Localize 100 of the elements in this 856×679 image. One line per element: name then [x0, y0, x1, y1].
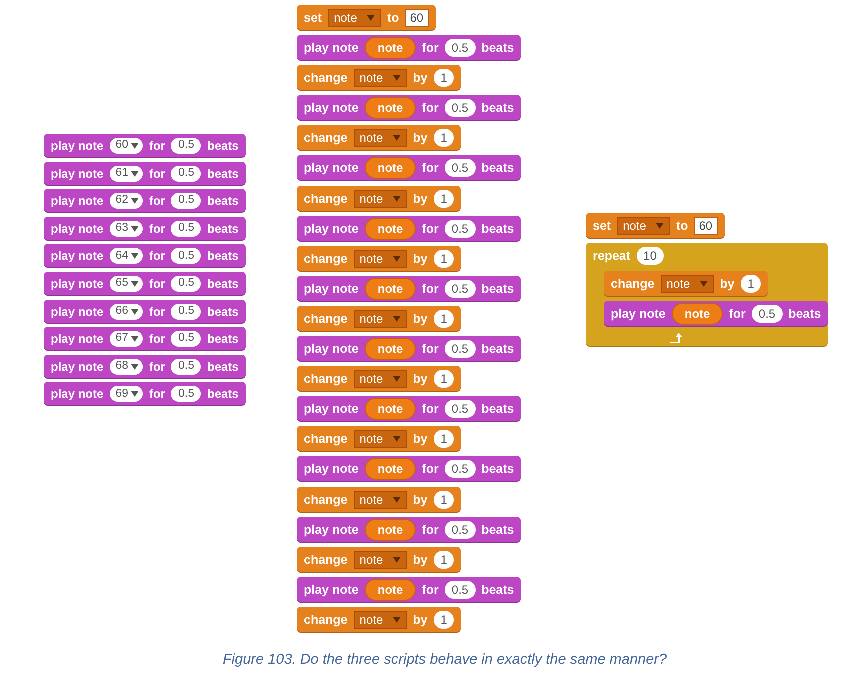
block-text: beats	[207, 194, 239, 208]
number-input: 0.5	[444, 340, 476, 358]
note-number-dropdown: 62	[110, 193, 144, 210]
block-text: play note	[304, 41, 359, 56]
variable-dropdown: note	[354, 490, 408, 508]
change-variable-block	[297, 125, 462, 152]
block-text: play note	[304, 101, 359, 116]
variable-dropdown: note	[354, 310, 408, 328]
block-text: to	[676, 219, 688, 233]
play-note-block	[44, 327, 246, 352]
variable-reporter: note	[672, 303, 724, 325]
variable-dropdown: note	[354, 550, 408, 569]
block-text: play note	[51, 166, 104, 181]
variable-reporter: note	[364, 338, 416, 360]
variable-dropdown: note	[354, 250, 408, 268]
variable-dropdown: note	[354, 430, 408, 448]
block-text: change	[304, 492, 348, 506]
change-variable-block	[297, 186, 462, 212]
block-text: play note	[51, 139, 104, 153]
number-input: 1	[434, 550, 454, 569]
change-variable-block	[297, 606, 462, 633]
note-number-dropdown: 65	[110, 276, 144, 292]
block-text: play note	[51, 360, 104, 374]
number-input: 1	[434, 370, 454, 388]
block-text: beats	[207, 360, 239, 374]
block-text: change	[304, 432, 348, 446]
block-text: play note	[51, 387, 104, 402]
number-input: 1	[434, 129, 454, 148]
number-input: 1	[740, 275, 762, 293]
play-note-block	[297, 276, 522, 302]
figure-caption: Figure 103. Do the three scripts behave in exactly the same manner?	[222, 652, 668, 668]
block-text: play note	[304, 342, 359, 356]
number-input: 1	[434, 69, 454, 88]
number-input: 60	[405, 9, 429, 27]
play-note-block	[297, 396, 522, 422]
number-input: 0.5	[444, 99, 476, 118]
number-input: 0.5	[444, 580, 476, 599]
number-input: 1	[434, 610, 454, 629]
block-text: play note	[304, 222, 359, 236]
play-note-block	[297, 336, 522, 362]
block-text: beats	[482, 462, 514, 476]
number-input: 0.5	[171, 166, 202, 182]
block-text: for	[422, 342, 439, 356]
block-text: play note	[51, 332, 104, 346]
number-input: 0.5	[171, 276, 202, 292]
block-text: by	[413, 372, 428, 386]
variable-dropdown: note	[354, 69, 408, 88]
block-text: change	[304, 192, 348, 206]
number-input: 0.5	[444, 220, 476, 238]
change-variable-block	[297, 246, 462, 272]
variable-reporter: note	[364, 578, 416, 601]
block-text: beats	[207, 276, 239, 291]
block-text: by	[413, 312, 428, 326]
play-note-block	[297, 576, 522, 603]
play-note-block	[44, 162, 246, 186]
block-text: to	[387, 11, 400, 25]
play-note-block	[297, 155, 522, 182]
block-text: play note	[51, 222, 104, 236]
block-text: play note	[51, 249, 104, 264]
number-input: 10	[636, 247, 664, 265]
play-note-block	[44, 189, 246, 214]
block-text: beats	[207, 222, 239, 236]
note-number-dropdown: 67	[110, 331, 144, 348]
play-note-block	[297, 516, 522, 543]
play-note-block	[44, 300, 246, 324]
block-text: beats	[482, 342, 514, 356]
change-variable-block	[297, 366, 462, 392]
change-variable-block	[604, 271, 768, 297]
block-text: by	[413, 192, 428, 206]
number-input: 1	[434, 190, 454, 208]
variable-reporter: note	[364, 458, 416, 480]
block-text: for	[422, 582, 439, 597]
block-text: beats	[482, 222, 514, 236]
play-note-block	[44, 354, 246, 379]
number-input: 1	[434, 430, 454, 448]
number-input: 0.5	[444, 159, 476, 178]
block-text: play note	[304, 522, 359, 537]
block-text: play note	[51, 276, 104, 291]
block-text: for	[149, 222, 166, 236]
block-text: beats	[207, 332, 239, 346]
block-text: beats	[788, 307, 822, 321]
change-variable-block	[297, 65, 462, 92]
number-input: 0.5	[171, 304, 202, 320]
play-note-block	[297, 35, 522, 62]
variable-reporter: note	[364, 97, 416, 120]
play-note-block	[44, 216, 246, 241]
block-text: beats	[482, 41, 514, 56]
block-text: for	[149, 304, 166, 319]
block-text: by	[413, 612, 428, 627]
block-text: by	[413, 252, 428, 266]
change-variable-block	[297, 306, 462, 332]
number-input: 0.5	[444, 280, 476, 298]
block-text: beats	[482, 522, 514, 537]
variable-dropdown: note	[354, 370, 408, 388]
block-text: by	[413, 552, 428, 567]
block-text: for	[422, 161, 439, 176]
note-number-dropdown: 69	[110, 386, 144, 402]
block-text: play note	[611, 307, 666, 321]
variable-reporter: note	[364, 518, 416, 541]
number-input: 0.5	[171, 331, 202, 348]
